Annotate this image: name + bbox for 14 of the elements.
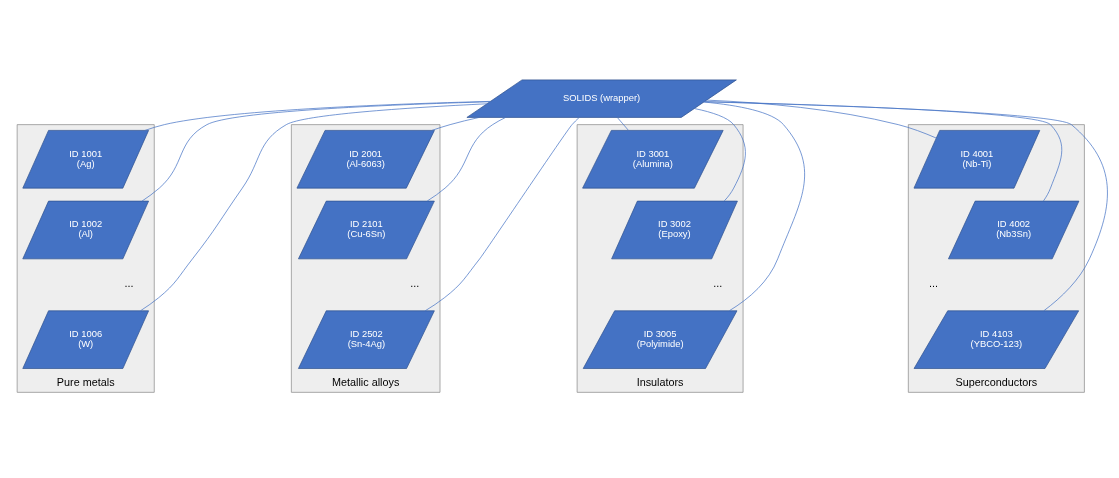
connector	[694, 108, 746, 202]
connector	[704, 101, 1063, 202]
connector	[703, 101, 805, 312]
connector	[616, 117, 629, 131]
connector	[140, 103, 488, 312]
connector	[141, 101, 491, 202]
label: ...	[124, 277, 134, 290]
connector	[431, 117, 480, 131]
label: ...	[410, 277, 420, 290]
connector	[706, 99, 937, 139]
connector	[703, 101, 1108, 312]
connector	[426, 117, 506, 202]
label: ...	[713, 277, 723, 290]
label: ...	[929, 277, 939, 290]
